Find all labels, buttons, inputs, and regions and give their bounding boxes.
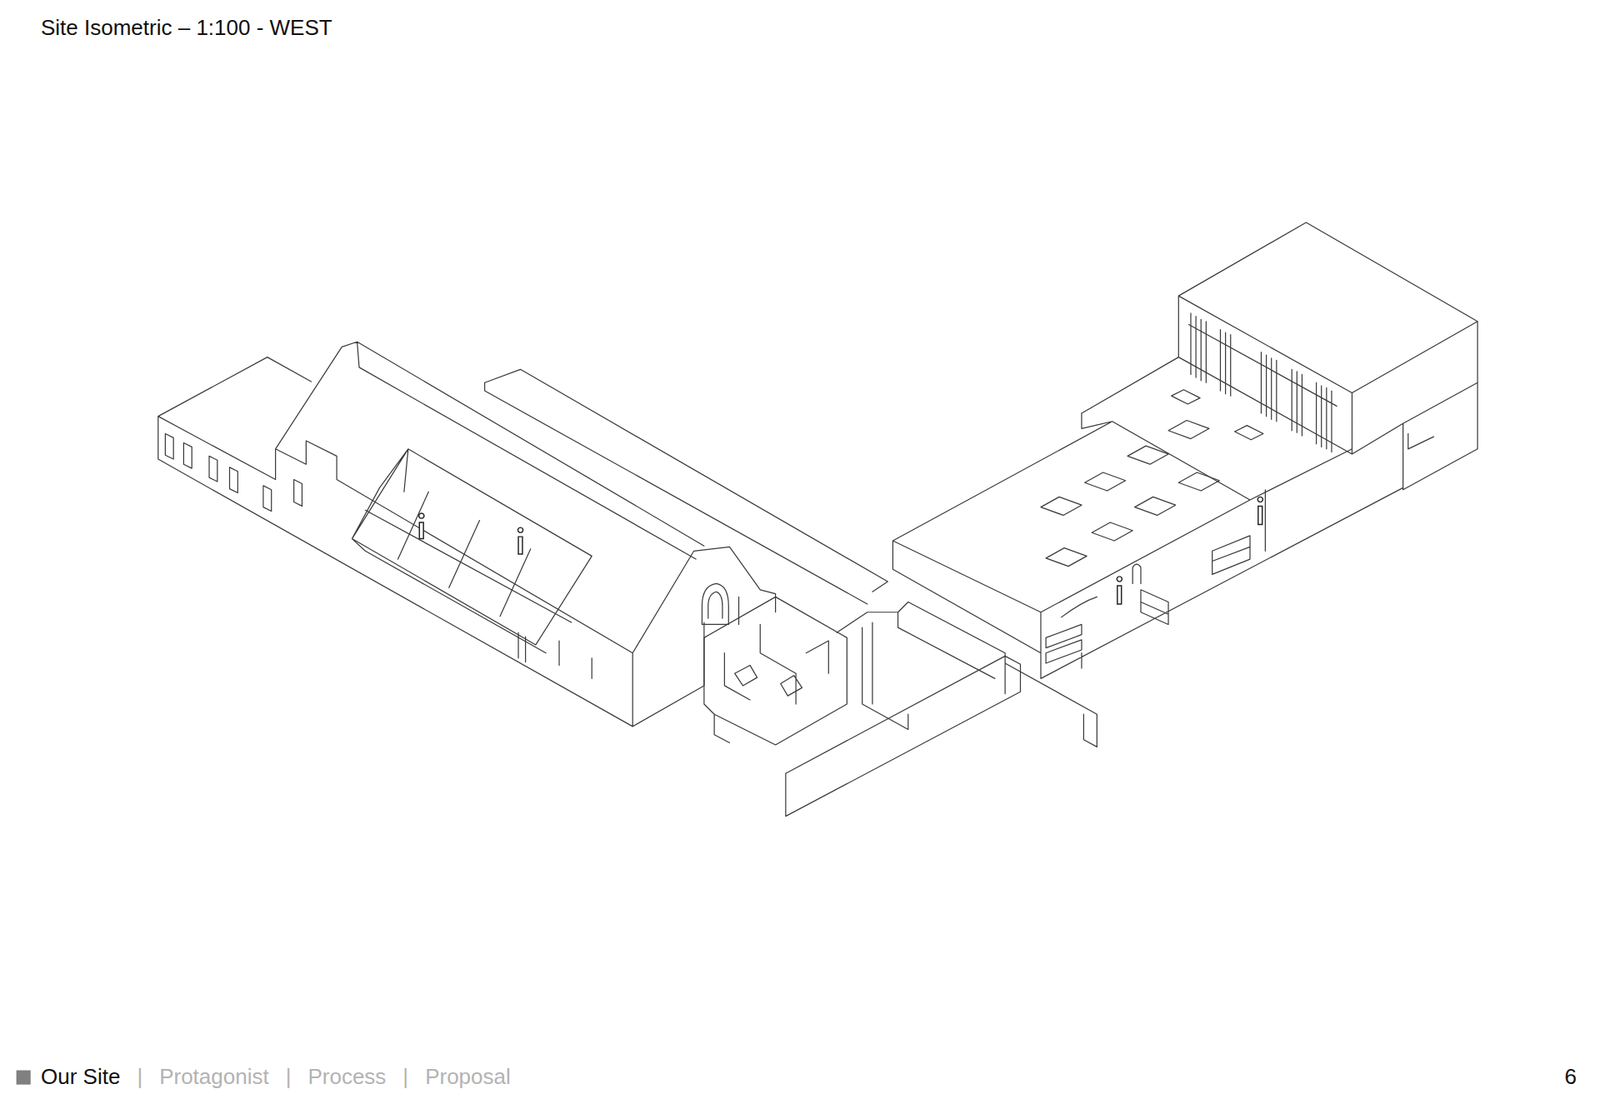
human-figure [419, 513, 425, 540]
tab-separator: | [136, 1064, 143, 1090]
corridor-walls [785, 602, 1097, 817]
section-tab: Process [307, 1064, 386, 1090]
section-tab: Proposal [425, 1064, 511, 1090]
furniture [1045, 535, 1250, 664]
human-figure [1257, 496, 1263, 525]
tab-separator: | [402, 1064, 409, 1090]
open-hall-cutaway [351, 449, 592, 654]
human-figure [1116, 576, 1122, 605]
tab-separator: | [285, 1064, 292, 1090]
section-tab: Protagonist [159, 1064, 270, 1090]
small-rooms [704, 596, 847, 745]
section-marker [16, 1070, 31, 1085]
skylights [1040, 390, 1264, 567]
left-building-outline [158, 341, 889, 727]
sheet-title: Site Isometric – 1:100 - WEST [40, 15, 333, 41]
section-tab-active: Our Site [40, 1064, 120, 1090]
right-building-outline [892, 222, 1478, 679]
human-figure [517, 527, 523, 555]
page-number: 6 [1565, 1064, 1577, 1090]
glazing-mullions [1189, 313, 1338, 453]
left-building-windows [165, 433, 592, 679]
arch-door [701, 583, 739, 625]
